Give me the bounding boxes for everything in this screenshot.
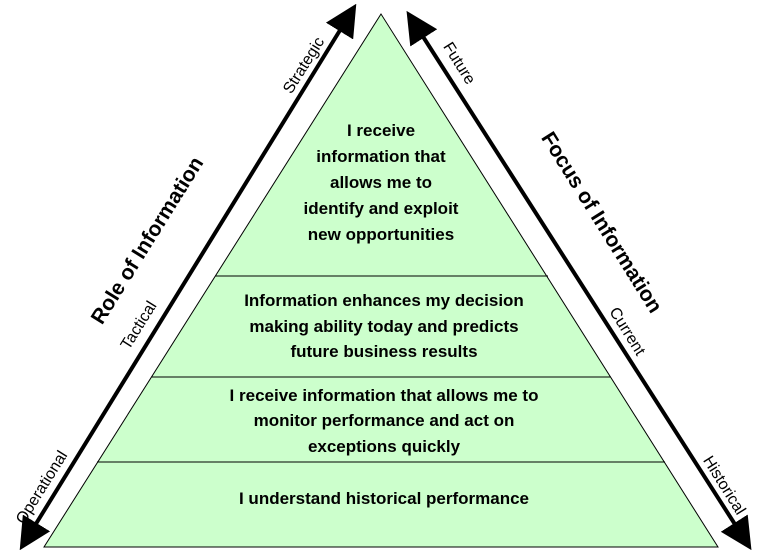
left-tick-tactical: Tactical [118, 298, 161, 352]
svg-text:Information enhances my decisi: Information enhances my decision [244, 291, 524, 310]
svg-text:I understand historical perfor: I understand historical performance [239, 489, 529, 508]
svg-text:I receive: I receive [347, 121, 415, 140]
svg-text:monitor performance and act on: monitor performance and act on [254, 411, 515, 430]
pyramid [43, 13, 719, 548]
svg-text:new opportunities: new opportunities [308, 225, 454, 244]
svg-text:future business results: future business results [290, 342, 477, 361]
right-axis-arrow [406, 10, 752, 551]
svg-text:I receive information that all: I receive information that allows me to [230, 386, 539, 405]
left-axis-arrow [19, 3, 357, 551]
layer-4-text: I understand historical performance [239, 489, 529, 508]
svg-text:allows me to: allows me to [330, 173, 432, 192]
svg-text:making ability today and predi: making ability today and predicts [249, 317, 518, 336]
right-axis-title: Focus of Information [536, 128, 666, 317]
svg-text:identify and exploit: identify and exploit [304, 199, 459, 218]
right-tick-future: Future [439, 39, 478, 87]
svg-text:information that: information that [316, 147, 446, 166]
svg-text:exceptions quickly: exceptions quickly [308, 437, 461, 456]
